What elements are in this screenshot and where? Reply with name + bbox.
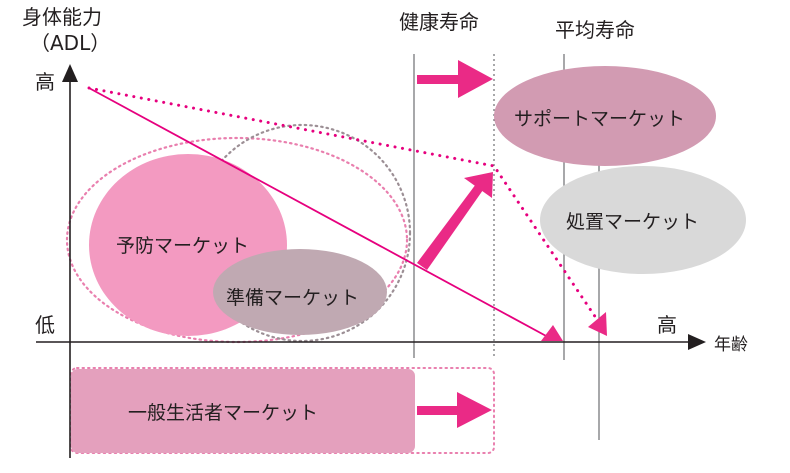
- preparation-future-dotted-outline: [192, 123, 412, 343]
- preparation-market-ellipse: [213, 249, 387, 335]
- current-adl-decline-line: [88, 87, 549, 338]
- support-market-label: サポートマーケット: [514, 108, 685, 130]
- preparation-market-label: 準備マーケット: [226, 287, 359, 309]
- x-axis-high-label: 高: [657, 313, 677, 337]
- general-market-label: 一般生活者マーケット: [128, 402, 318, 424]
- y-axis-title: 身体能力: [22, 5, 102, 29]
- general-market-box: [71, 369, 415, 453]
- support-market-ellipse: [494, 66, 716, 166]
- healthy-life-label: 健康寿命: [399, 10, 479, 34]
- treatment-market-label: 処置マーケット: [566, 211, 699, 233]
- treatment-market-ellipse: [540, 166, 746, 274]
- y-axis-arrow-icon: [62, 64, 78, 82]
- y-axis-subtitle: （ADL）: [30, 31, 110, 55]
- x-axis-arrow-icon: [688, 334, 706, 350]
- adl-improvement-arrow-icon: [417, 172, 493, 270]
- extended-adl-arrow-icon: [588, 312, 607, 336]
- healthy-life-extension-arrow-icon: [417, 60, 493, 98]
- current-adl-arrow-icon: [541, 325, 563, 341]
- y-axis-low-label: 低: [35, 313, 55, 337]
- x-axis-title: 年齢: [714, 335, 748, 355]
- average-life-label: 平均寿命: [555, 18, 635, 42]
- y-axis-high-label: 高: [35, 70, 55, 94]
- prevention-market-label: 予防マーケット: [116, 235, 249, 257]
- extended-adl-dotted-line: [87, 86, 598, 320]
- general-market-extension-arrow-icon: [417, 392, 492, 428]
